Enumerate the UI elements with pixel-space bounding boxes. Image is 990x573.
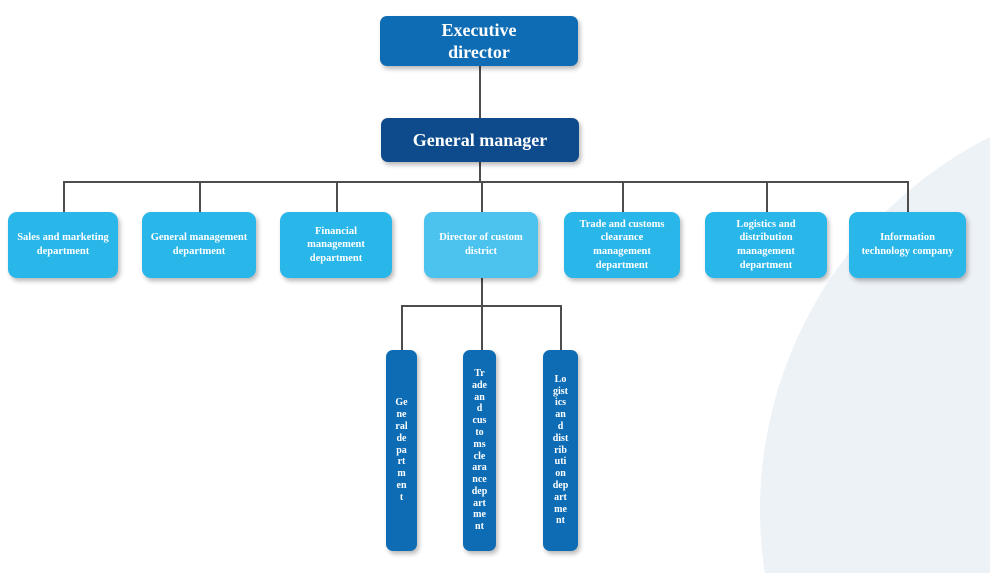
node-sales-marketing-department: Sales and marketing department [8, 212, 118, 278]
connector-subdrop-logistics [560, 305, 562, 350]
node-label: Director of custom district [439, 232, 523, 257]
node-general-management-department: General management department [142, 212, 256, 278]
node-label: Lo gist ics an d dist rib uti on dep art… [552, 373, 569, 527]
connector-drop-trade [622, 181, 624, 212]
node-label: Executive director [441, 19, 517, 63]
node-label: Tr ade an d cus to ms cle ara nce dep ar… [471, 367, 488, 533]
background-blob [760, 90, 990, 573]
node-general-manager: General manager [381, 118, 579, 162]
connector-director-down [481, 278, 483, 305]
connector-drop-it [907, 181, 909, 212]
node-trade-customs-clearance-sub-department: Tr ade an d cus to ms cle ara nce dep ar… [463, 350, 496, 551]
connector-main-bus [63, 181, 908, 183]
node-executive-director: Executive director [380, 16, 578, 66]
node-label: Ge ne ral de pa rt m en t [395, 397, 408, 503]
connector-drop-logistics [766, 181, 768, 212]
connector-drop-director [481, 181, 483, 212]
connector-subdrop-trade [481, 305, 483, 350]
node-label: Financial management department [307, 225, 365, 264]
node-logistics-distribution-sub-department: Lo gist ics an d dist rib uti on dep art… [543, 350, 578, 551]
node-logistics-distribution-department: Logistics and distribution management de… [705, 212, 827, 278]
connector-gm-to-bus [479, 162, 481, 181]
node-director-of-custom-district: Director of custom district [424, 212, 538, 278]
node-label: Trade and customs clearance management d… [579, 218, 665, 271]
connector-drop-sales [63, 181, 65, 212]
node-label: General manager [412, 129, 548, 150]
node-label: Sales and marketing department [17, 232, 109, 257]
node-financial-management-department: Financial management department [280, 212, 392, 278]
connector-subdrop-general [401, 305, 403, 350]
node-label: General management department [150, 232, 248, 257]
connector-exec-to-gm [479, 66, 481, 118]
connector-drop-financial [336, 181, 338, 212]
node-trade-customs-clearance-department: Trade and customs clearance management d… [564, 212, 680, 278]
node-information-technology-company: Information technology company [849, 212, 966, 278]
connector-drop-general [199, 181, 201, 212]
node-label: Logistics and distribution management de… [736, 218, 796, 271]
node-label: Information technology company [861, 232, 954, 257]
node-general-sub-department: Ge ne ral de pa rt m en t [386, 350, 417, 551]
